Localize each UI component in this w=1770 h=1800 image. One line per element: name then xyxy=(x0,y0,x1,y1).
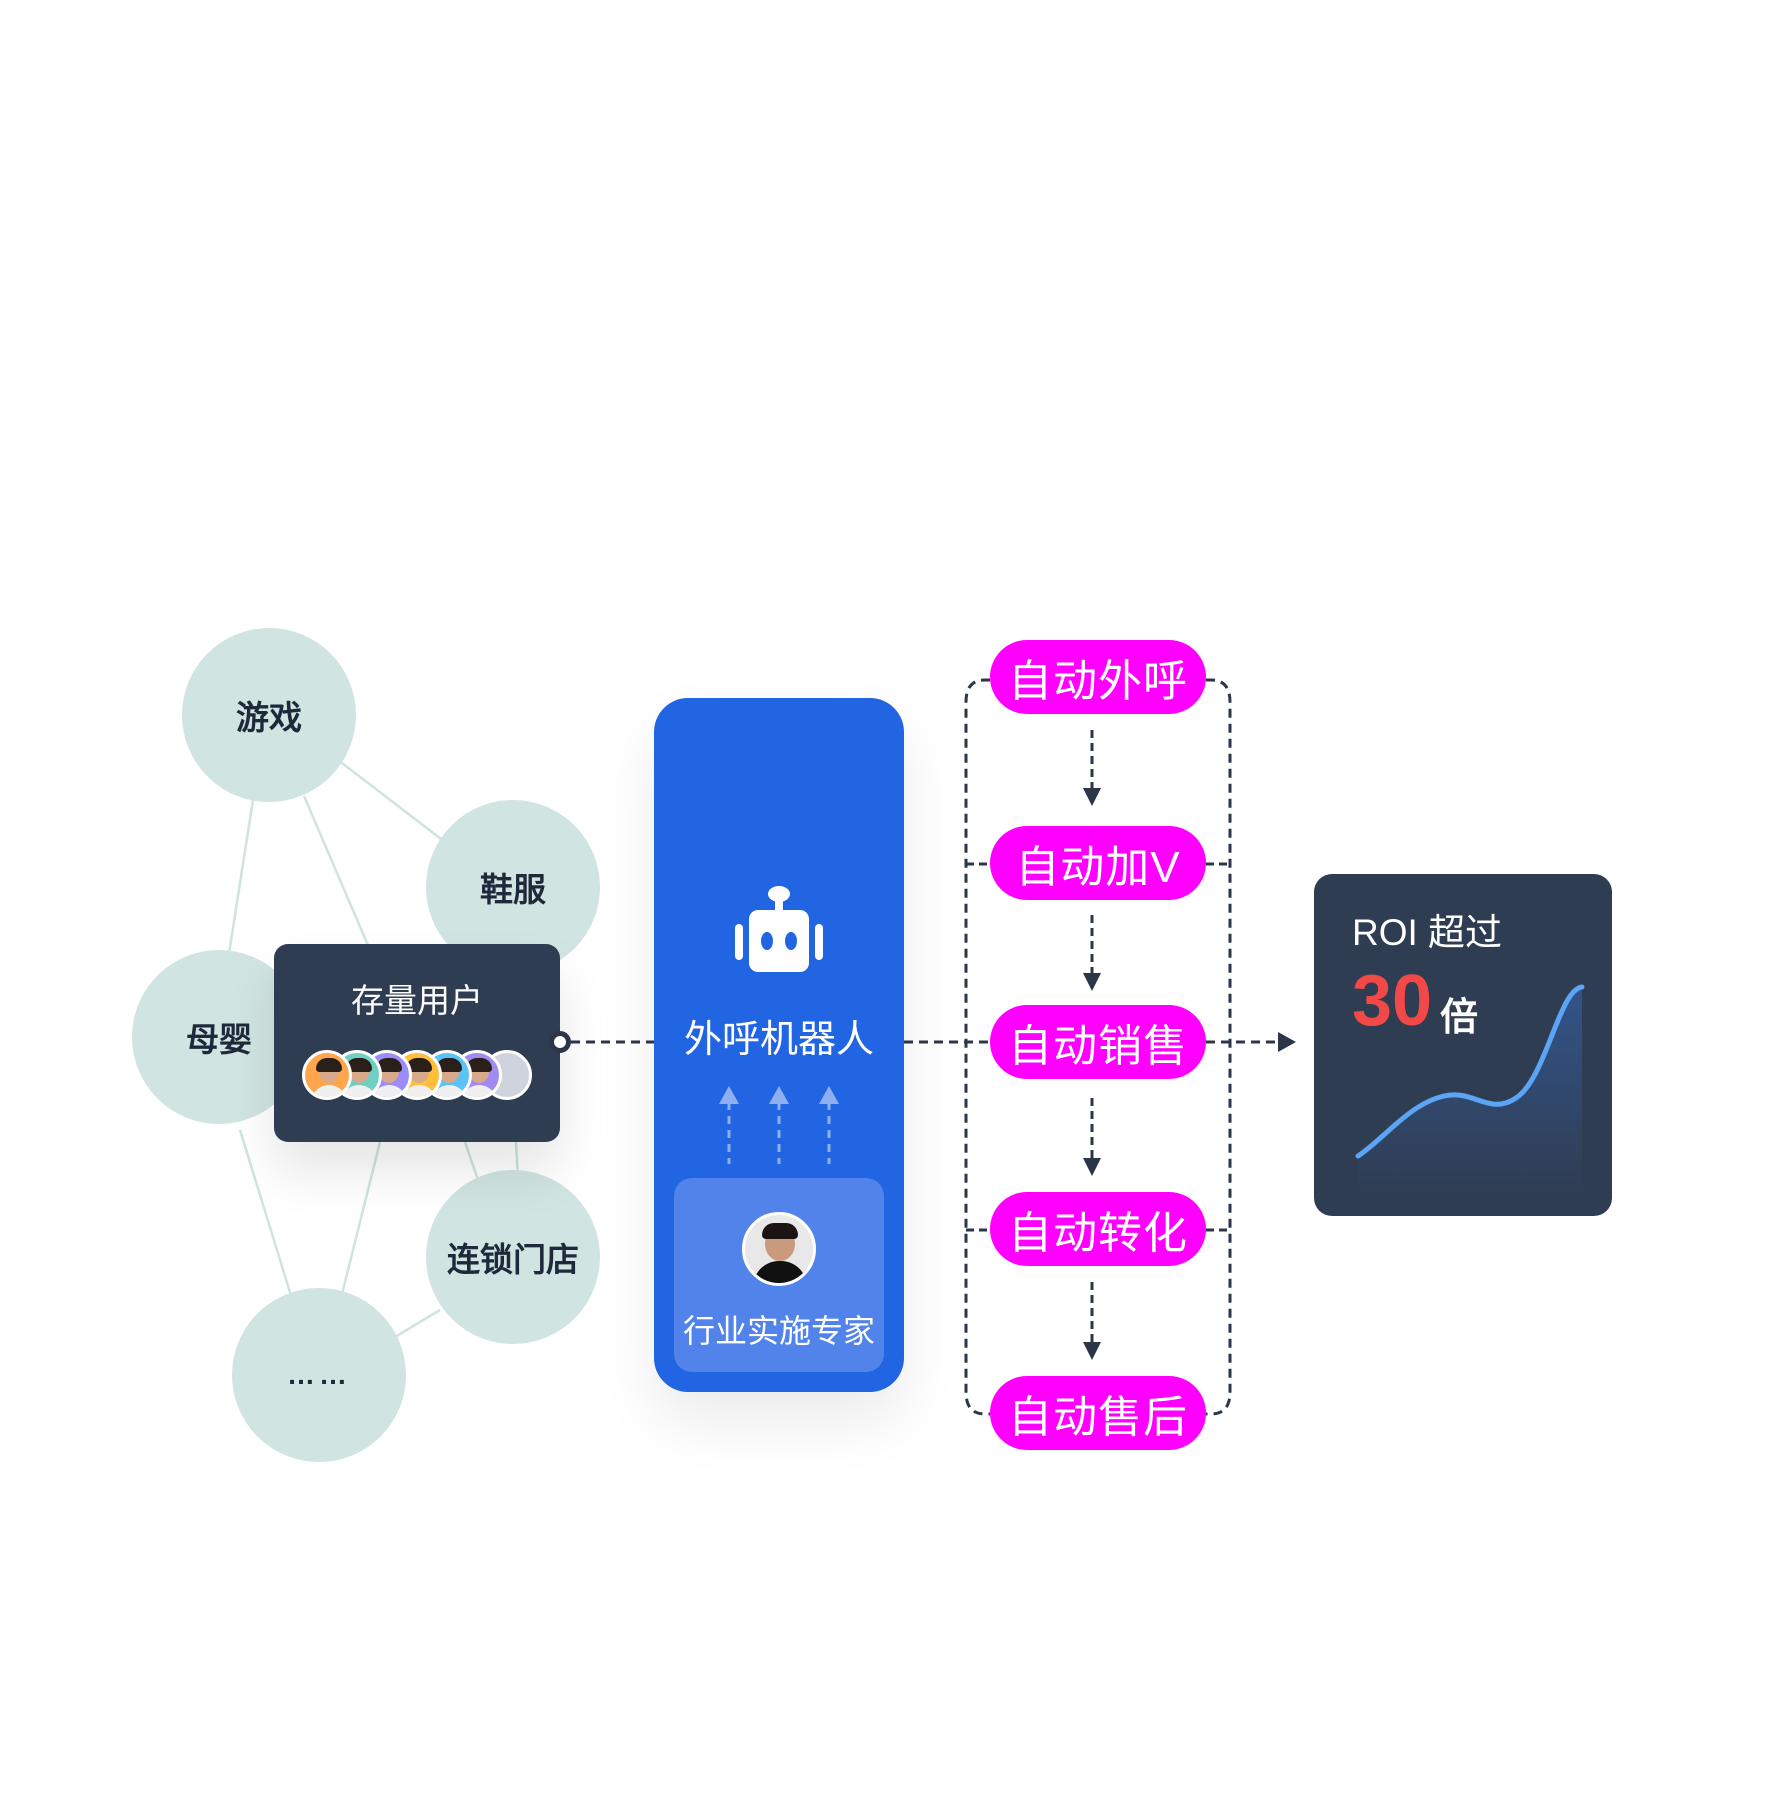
outbound-robot-card[interactable]: 外呼机器人 行业实施专家 xyxy=(654,698,904,1392)
segment-label: 游戏 xyxy=(236,699,302,736)
arrow-down-icon xyxy=(1083,788,1101,806)
link-game-mother xyxy=(226,799,255,961)
stock-users-title: 存量用户 xyxy=(351,982,483,1019)
step-label: 自动转化 xyxy=(1008,1209,1188,1258)
arrow-up-icon xyxy=(769,1086,789,1104)
link-mother-more xyxy=(238,1129,295,1303)
arrow-up-icon xyxy=(819,1086,839,1104)
arrow-down-icon xyxy=(1083,973,1101,991)
segment-label: …… xyxy=(287,1359,351,1390)
segment-node-more[interactable]: …… xyxy=(232,1288,406,1462)
industry-expert-box[interactable]: 行业实施专家 xyxy=(674,1178,884,1372)
pipeline-bracket-left xyxy=(964,678,990,1416)
arrow-down-icon xyxy=(1083,1158,1101,1176)
segment-node-game[interactable]: 游戏 xyxy=(182,628,356,802)
user-avatar xyxy=(332,1050,382,1100)
step-label: 自动销售 xyxy=(1008,1022,1188,1071)
step-label: 自动加V xyxy=(1015,843,1181,892)
segment-label: 鞋服 xyxy=(480,871,546,908)
roi-unit: 倍 xyxy=(1440,997,1479,1039)
user-avatar-group xyxy=(302,1050,542,1106)
segment-node-chain-store[interactable]: 连锁门店 xyxy=(426,1170,600,1344)
segment-label: 连锁门店 xyxy=(447,1241,579,1278)
connector-port-icon xyxy=(549,1031,571,1053)
roi-trend-area xyxy=(1358,987,1582,1194)
roi-card[interactable]: ROI 超过 30 倍 xyxy=(1314,874,1612,1216)
step-auto-after-sales[interactable]: 自动售后 xyxy=(990,1376,1206,1450)
expert-label: 行业实施专家 xyxy=(682,1313,875,1349)
arrow-to-roi-icon xyxy=(1278,1032,1296,1052)
roi-value: 30 xyxy=(1352,961,1433,1041)
link-game-shoes xyxy=(337,759,446,843)
roi-trend-chart xyxy=(1355,984,1585,1194)
arrow-down-icon xyxy=(1083,1342,1101,1360)
segment-label: 母婴 xyxy=(186,1021,252,1058)
step-label: 自动外呼 xyxy=(1008,657,1188,706)
robot-icon xyxy=(735,886,823,972)
stock-users-card[interactable]: 存量用户 xyxy=(274,944,560,1142)
step-auto-call[interactable]: 自动外呼 xyxy=(990,640,1206,714)
roi-trend-line xyxy=(1355,984,1585,1159)
link-card-chain xyxy=(463,1141,480,1181)
pipeline-bracket-right xyxy=(1206,678,1232,1416)
support-arrows xyxy=(719,1086,839,1164)
step-auto-conversion[interactable]: 自动转化 xyxy=(990,1192,1206,1266)
link-more-chain xyxy=(389,1308,441,1342)
link-game-card xyxy=(302,795,372,951)
user-avatar xyxy=(302,1050,352,1100)
expert-avatar xyxy=(742,1212,816,1286)
roi-title: ROI 超过 xyxy=(1352,912,1503,953)
step-auto-sales[interactable]: 自动销售 xyxy=(990,1005,1206,1079)
step-auto-add-wechat[interactable]: 自动加V xyxy=(990,826,1206,900)
link-card-more xyxy=(338,1141,382,1303)
arrow-up-icon xyxy=(719,1086,739,1104)
step-label: 自动售后 xyxy=(1008,1393,1188,1442)
robot-label: 外呼机器人 xyxy=(683,1019,874,1061)
